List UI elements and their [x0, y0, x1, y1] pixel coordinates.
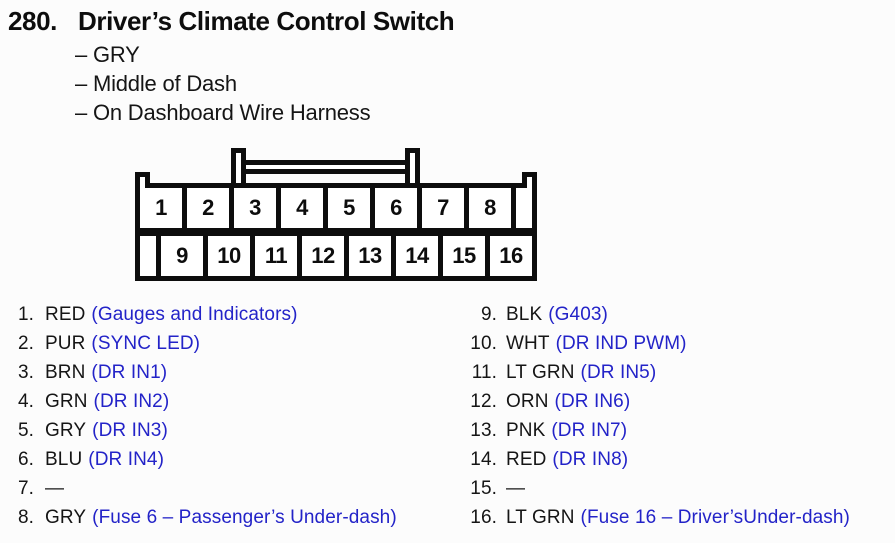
- blank-cell-top-right: [516, 188, 532, 228]
- wire-function: (DR IND PWM): [555, 333, 687, 354]
- pin-number: 13.: [470, 420, 497, 441]
- pin-row-8: 8. GRY (Fuse 6 – Passenger’s Under-dash): [0, 503, 440, 532]
- wire-color: RED: [506, 449, 547, 470]
- pin-number: 9.: [480, 304, 497, 325]
- wire-color: —: [45, 478, 65, 499]
- wire-color: BRN: [45, 362, 86, 383]
- pin-number: 8.: [17, 507, 34, 528]
- pin-number: 7.: [17, 478, 34, 499]
- pin-number: 2.: [17, 333, 34, 354]
- wire-color: RED: [45, 304, 86, 325]
- connector-corner-tab-right: [522, 172, 537, 188]
- pin-cell-2: 2: [187, 188, 229, 228]
- connector-diagram: 1 2 3 4 5 6 7 8 9 10 11 12 13 14 15 16: [135, 148, 537, 281]
- pin-cell-11: 11: [255, 236, 297, 276]
- wire-function: (DR IN7): [551, 420, 628, 441]
- pin-cell-1: 1: [140, 188, 182, 228]
- pin-cell-6: 6: [375, 188, 417, 228]
- connector-shell: 1 2 3 4 5 6 7 8 9 10 11 12 13 14 15 16: [135, 183, 537, 281]
- pin-cell-5: 5: [328, 188, 370, 228]
- item-number: 280.: [8, 6, 58, 36]
- pin-number: 1.: [17, 304, 34, 325]
- pin-cell-10: 10: [208, 236, 250, 276]
- pin-cell-3: 3: [234, 188, 276, 228]
- pin-row-10: 10. WHT (DR IND PWM): [448, 329, 893, 358]
- item-title: Driver’s Climate Control Switch: [78, 6, 455, 36]
- pin-row-2: 2. PUR (SYNC LED): [0, 329, 440, 358]
- pin-cell-7: 7: [422, 188, 464, 228]
- pin-row-7: 7. —: [0, 474, 440, 503]
- pin-cell-16: 16: [490, 236, 532, 276]
- pin-row-5: 5. GRY (DR IN3): [0, 416, 440, 445]
- detail-harness: – On Dashboard Wire Harness: [75, 100, 371, 125]
- pin-row-4: 4. GRN (DR IN2): [0, 387, 440, 416]
- wire-function: (DR IN4): [88, 449, 165, 470]
- pin-row-3: 3. BRN (DR IN1): [0, 358, 440, 387]
- pin-number: 6.: [17, 449, 34, 470]
- pin-row-1: 1. RED (Gauges and Indicators): [0, 300, 440, 329]
- connector-latch-post-right: [405, 148, 420, 183]
- connector-corner-tab-left: [135, 172, 150, 188]
- pin-row-11: 11. LT GRN (DR IN5): [448, 358, 893, 387]
- wire-function: (Gauges and Indicators): [91, 304, 298, 325]
- wire-function: (DR IN2): [93, 391, 170, 412]
- wire-color: PUR: [45, 333, 86, 354]
- wire-color: BLK: [506, 304, 543, 325]
- wire-color: GRY: [45, 420, 87, 441]
- wire-function: (G403): [548, 304, 608, 325]
- connector-row-top: 1 2 3 4 5 6 7 8: [140, 188, 532, 228]
- detail-color: – GRY: [75, 42, 140, 67]
- pin-cell-4: 4: [281, 188, 323, 228]
- wire-color: LT GRN: [506, 362, 575, 383]
- pin-row-12: 12. ORN (DR IN6): [448, 387, 893, 416]
- pin-number: 4.: [17, 391, 34, 412]
- wire-color: GRY: [45, 507, 87, 528]
- wire-function: (Fuse 6 – Passenger’s Under-dash): [92, 507, 397, 528]
- pin-cell-15: 15: [443, 236, 485, 276]
- pin-cell-9: 9: [161, 236, 203, 276]
- pin-row-15: 15. —: [448, 474, 893, 503]
- pin-row-14: 14. RED (DR IN8): [448, 445, 893, 474]
- wire-function: (DR IN3): [92, 420, 168, 441]
- wire-color: LT GRN: [506, 507, 575, 528]
- pin-cell-14: 14: [396, 236, 438, 276]
- pin-number: 3.: [17, 362, 34, 383]
- pin-number: 5.: [17, 420, 34, 441]
- pin-row-13: 13. PNK (DR IN7): [448, 416, 893, 445]
- item-details: – GRY – Middle of Dash – On Dashboard Wi…: [75, 40, 371, 127]
- pin-row-6: 6. BLU (DR IN4): [0, 445, 440, 474]
- pin-cell-12: 12: [302, 236, 344, 276]
- wire-function: (SYNC LED): [91, 333, 201, 354]
- wire-color: —: [506, 478, 526, 499]
- pin-cell-13: 13: [349, 236, 391, 276]
- connector-latch-post-left: [231, 148, 246, 183]
- pin-list-left: 1. RED (Gauges and Indicators) 2. PUR (S…: [0, 300, 440, 532]
- detail-location: – Middle of Dash: [75, 71, 237, 96]
- wire-color: ORN: [506, 391, 549, 412]
- pin-number: 12.: [470, 391, 497, 412]
- blank-cell-bottom-left: [140, 236, 156, 276]
- wire-function: (DR IN6): [554, 391, 631, 412]
- pin-number: 15.: [470, 478, 497, 499]
- pin-row-16: 16. LT GRN (Fuse 16 – Driver’sUnder-dash…: [448, 503, 893, 532]
- pin-number: 10.: [470, 333, 497, 354]
- pin-row-9: 9. BLK (G403): [448, 300, 893, 329]
- pin-number: 14.: [470, 449, 497, 470]
- pin-cell-8: 8: [469, 188, 511, 228]
- connector-latch-bar: [235, 160, 417, 174]
- wire-function: (Fuse 16 – Driver’sUnder-dash): [580, 507, 850, 528]
- wire-function: (DR IN8): [552, 449, 629, 470]
- connector-row-bottom: 9 10 11 12 13 14 15 16: [140, 236, 532, 276]
- page-title: 280. Driver’s Climate Control Switch: [8, 6, 455, 37]
- wire-color: GRN: [45, 391, 88, 412]
- pin-list-right: 9. BLK (G403) 10. WHT (DR IND PWM) 11. L…: [448, 300, 893, 532]
- wire-color: PNK: [506, 420, 546, 441]
- wire-function: (DR IN5): [580, 362, 657, 383]
- pin-number: 16.: [470, 507, 497, 528]
- pin-number: 11.: [471, 362, 497, 383]
- wire-function: (DR IN1): [91, 362, 168, 383]
- wire-color: WHT: [506, 333, 550, 354]
- wire-color: BLU: [45, 449, 83, 470]
